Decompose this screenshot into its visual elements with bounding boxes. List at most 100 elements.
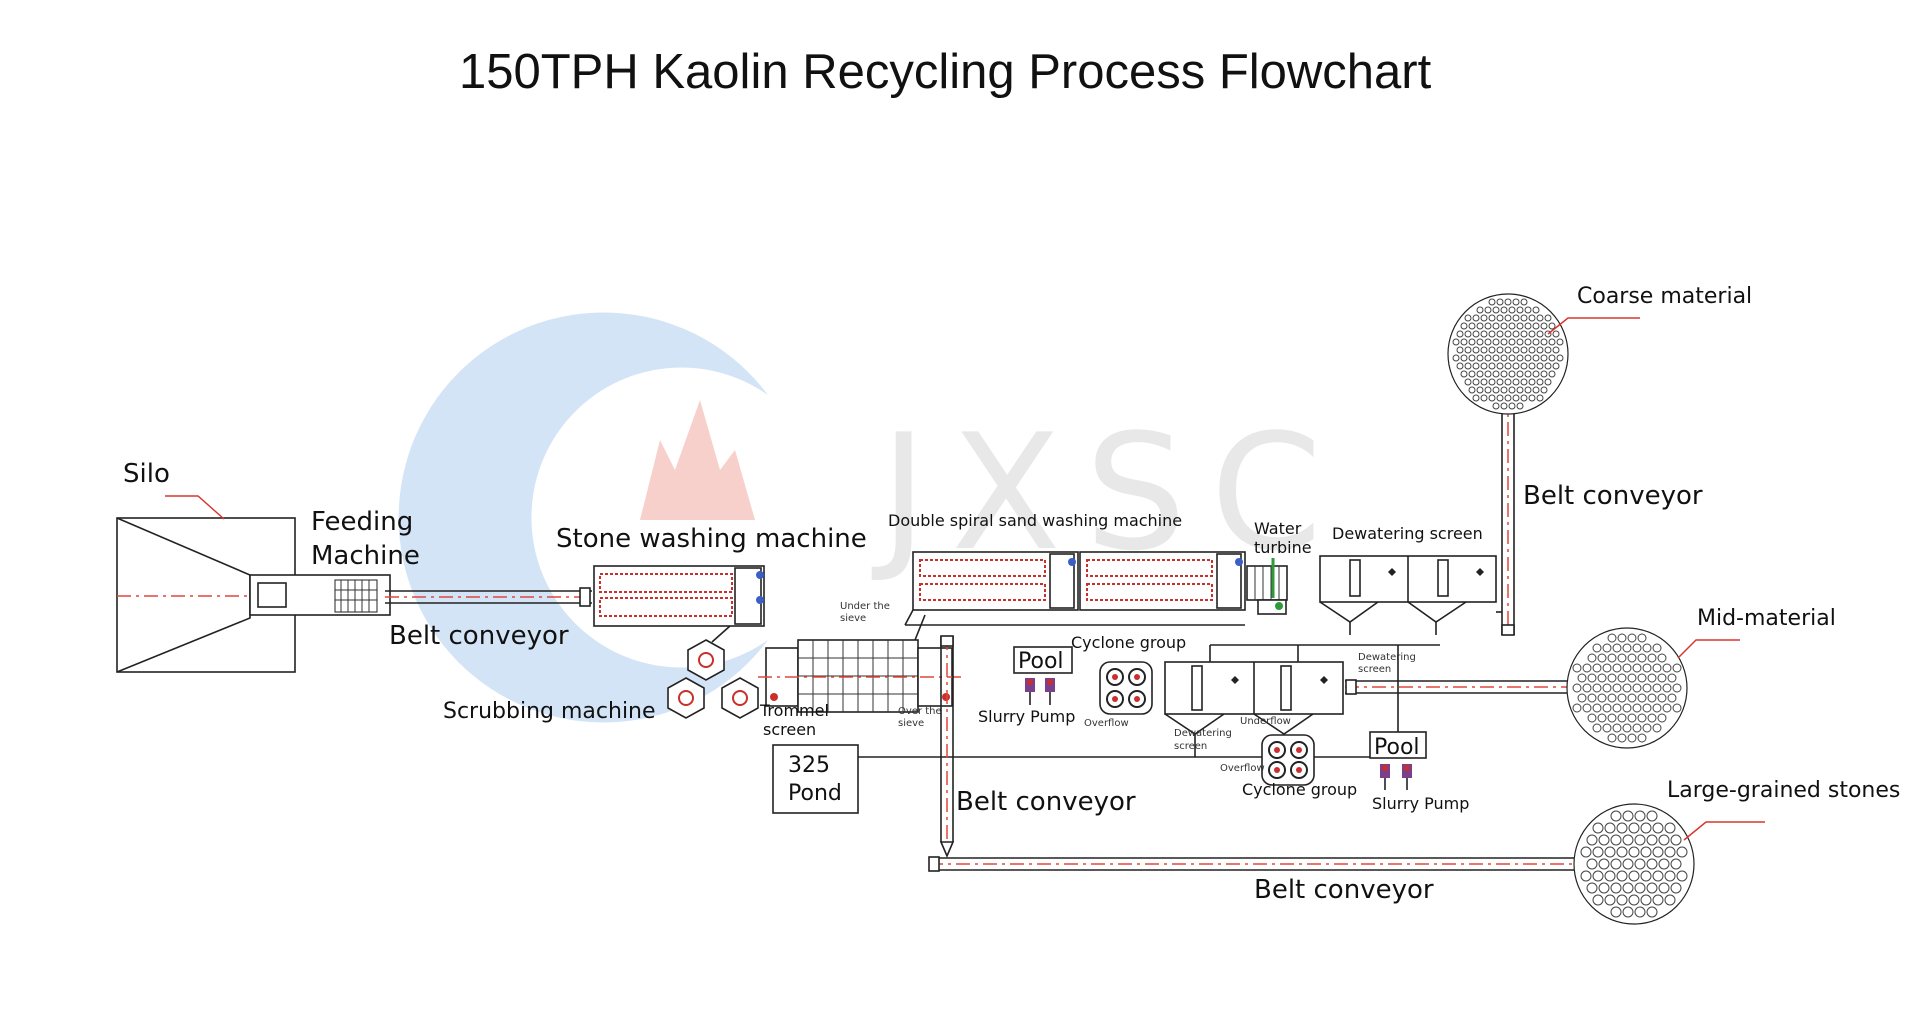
- belt-conveyor-center-icon: [939, 635, 955, 859]
- pebble: [1652, 894, 1664, 906]
- pebble: [1524, 322, 1532, 330]
- pebble: [1516, 402, 1524, 410]
- pebble: [1634, 834, 1646, 846]
- pebble: [1540, 386, 1548, 394]
- pebble: [1627, 633, 1637, 643]
- pebble: [1616, 894, 1628, 906]
- pebble: [1496, 362, 1504, 370]
- pebble: [1607, 713, 1617, 723]
- pebble: [1647, 693, 1657, 703]
- pebble: [1617, 633, 1627, 643]
- pebble: [1492, 386, 1500, 394]
- pebble: [1460, 354, 1468, 362]
- pebble: [1480, 330, 1488, 338]
- pebble: [1492, 338, 1500, 346]
- pebble: [1662, 683, 1672, 693]
- pebble: [1508, 338, 1516, 346]
- pebble: [1617, 673, 1627, 683]
- pebble: [1657, 653, 1667, 663]
- pebble: [1587, 653, 1597, 663]
- pebble: [1627, 653, 1637, 663]
- pebble: [1607, 633, 1617, 643]
- pebble: [1622, 703, 1632, 713]
- pebble: [1617, 693, 1627, 703]
- pebble: [1604, 846, 1616, 858]
- label-feeding-2: Machine: [311, 541, 420, 571]
- pebble: [1577, 673, 1587, 683]
- pebble: [1544, 378, 1552, 386]
- pebble: [1464, 378, 1472, 386]
- pebble: [1496, 394, 1504, 402]
- pebble: [1632, 683, 1642, 693]
- pebble: [1500, 354, 1508, 362]
- pebble: [1640, 822, 1652, 834]
- pebble: [1652, 663, 1662, 673]
- pebble: [1652, 870, 1664, 882]
- pebble: [1548, 354, 1556, 362]
- pond-box: 325 Pond: [772, 744, 859, 814]
- label-dewatering-top: Dewatering screen: [1332, 524, 1483, 543]
- pebble: [1500, 306, 1508, 314]
- label-overflow-a: Overflow: [1084, 718, 1129, 729]
- pebble: [1676, 846, 1688, 858]
- pebble: [1516, 306, 1524, 314]
- pebble: [1504, 314, 1512, 322]
- pebble: [1658, 882, 1670, 894]
- pebble: [1632, 723, 1642, 733]
- pebble: [1637, 693, 1647, 703]
- pebble: [1492, 354, 1500, 362]
- pebble: [1492, 306, 1500, 314]
- label-coarse: Coarse material: [1577, 284, 1752, 309]
- pebble: [1622, 643, 1632, 653]
- pebble: [1532, 370, 1540, 378]
- pebble: [1628, 846, 1640, 858]
- pebble: [1480, 314, 1488, 322]
- pool-b-box: Pool: [1369, 731, 1427, 760]
- pebble: [1658, 858, 1670, 870]
- pebble: [1524, 306, 1532, 314]
- pebble: [1488, 394, 1496, 402]
- pebble: [1460, 338, 1468, 346]
- pebble: [1612, 723, 1622, 733]
- pebble: [1516, 386, 1524, 394]
- pebble: [1610, 882, 1622, 894]
- pebble: [1504, 330, 1512, 338]
- cyclone-group-a-icon: [1099, 661, 1153, 715]
- pebble: [1460, 370, 1468, 378]
- pebble: [1544, 314, 1552, 322]
- pebble: [1652, 723, 1662, 733]
- pebble: [1548, 370, 1556, 378]
- pebble: [1658, 834, 1670, 846]
- pebble: [1552, 330, 1560, 338]
- pebble: [1476, 306, 1484, 314]
- label-over-sieve-1: Over the: [898, 706, 942, 717]
- pebble: [1640, 870, 1652, 882]
- pebble: [1622, 810, 1634, 822]
- pebble: [1612, 663, 1622, 673]
- pebble: [1496, 346, 1504, 354]
- pebble: [1662, 703, 1672, 713]
- pebble: [1480, 362, 1488, 370]
- pebble: [1520, 330, 1528, 338]
- pebble: [1587, 693, 1597, 703]
- label-trommel-2: screen: [763, 720, 816, 739]
- pebble: [1592, 643, 1602, 653]
- pebble: [1592, 683, 1602, 693]
- belt-conveyor-mid-icon: [1345, 679, 1606, 695]
- pebble: [1617, 653, 1627, 663]
- pebble: [1512, 362, 1520, 370]
- pebble: [1540, 338, 1548, 346]
- label-cyclone-a: Cyclone group: [1071, 633, 1186, 652]
- pebble: [1492, 370, 1500, 378]
- feeder-icon: [249, 574, 391, 616]
- pebble: [1472, 394, 1480, 402]
- pebble: [1472, 362, 1480, 370]
- pebble: [1536, 330, 1544, 338]
- pebble: [1508, 402, 1516, 410]
- pebble: [1520, 378, 1528, 386]
- pebble: [1592, 846, 1604, 858]
- pebble: [1664, 870, 1676, 882]
- pebble: [1500, 370, 1508, 378]
- pebble: [1637, 713, 1647, 723]
- pebble: [1572, 683, 1582, 693]
